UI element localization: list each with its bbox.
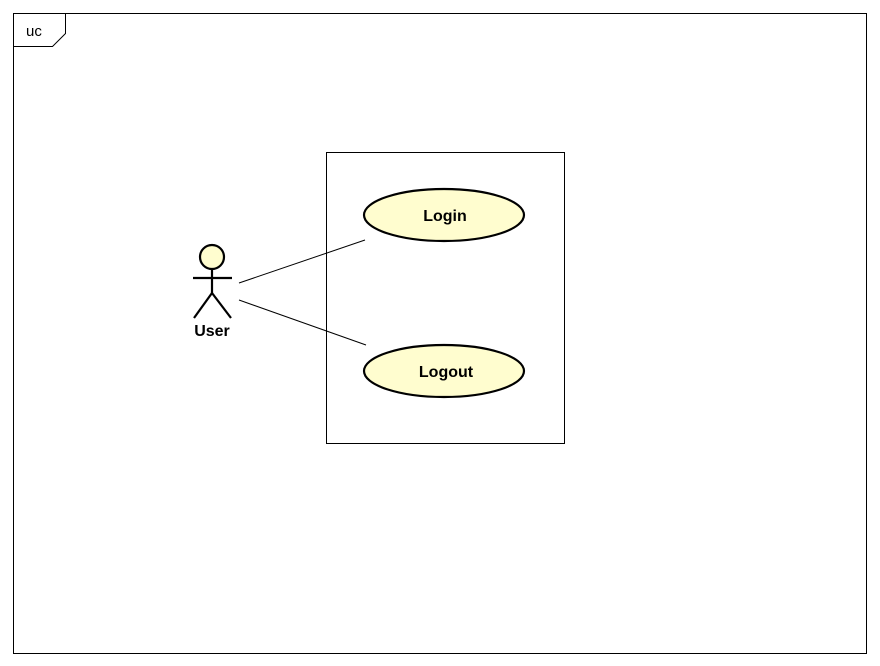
frame-tab-label: uc — [26, 23, 42, 40]
use-case-logout-label: Logout — [419, 364, 474, 381]
actor-head — [198, 243, 226, 271]
use-case-login-ellipse — [362, 187, 526, 243]
actor-label: User — [194, 323, 230, 340]
use-case-login-label: Login — [423, 208, 467, 225]
use-case-login: Login — [362, 187, 526, 243]
use-case-logout: Logout — [362, 343, 526, 399]
association-user-login — [238, 239, 366, 284]
actor-right-leg — [211, 292, 232, 319]
system-boundary — [326, 152, 565, 444]
association-user-logout — [238, 299, 367, 346]
use-case-logout-ellipse — [362, 343, 526, 399]
frame-tab — [13, 13, 66, 47]
actor-user: User — [193, 243, 232, 340]
diagram-frame: uc — [13, 13, 867, 654]
actor-left-leg — [193, 292, 213, 319]
frame-border — [13, 13, 867, 654]
